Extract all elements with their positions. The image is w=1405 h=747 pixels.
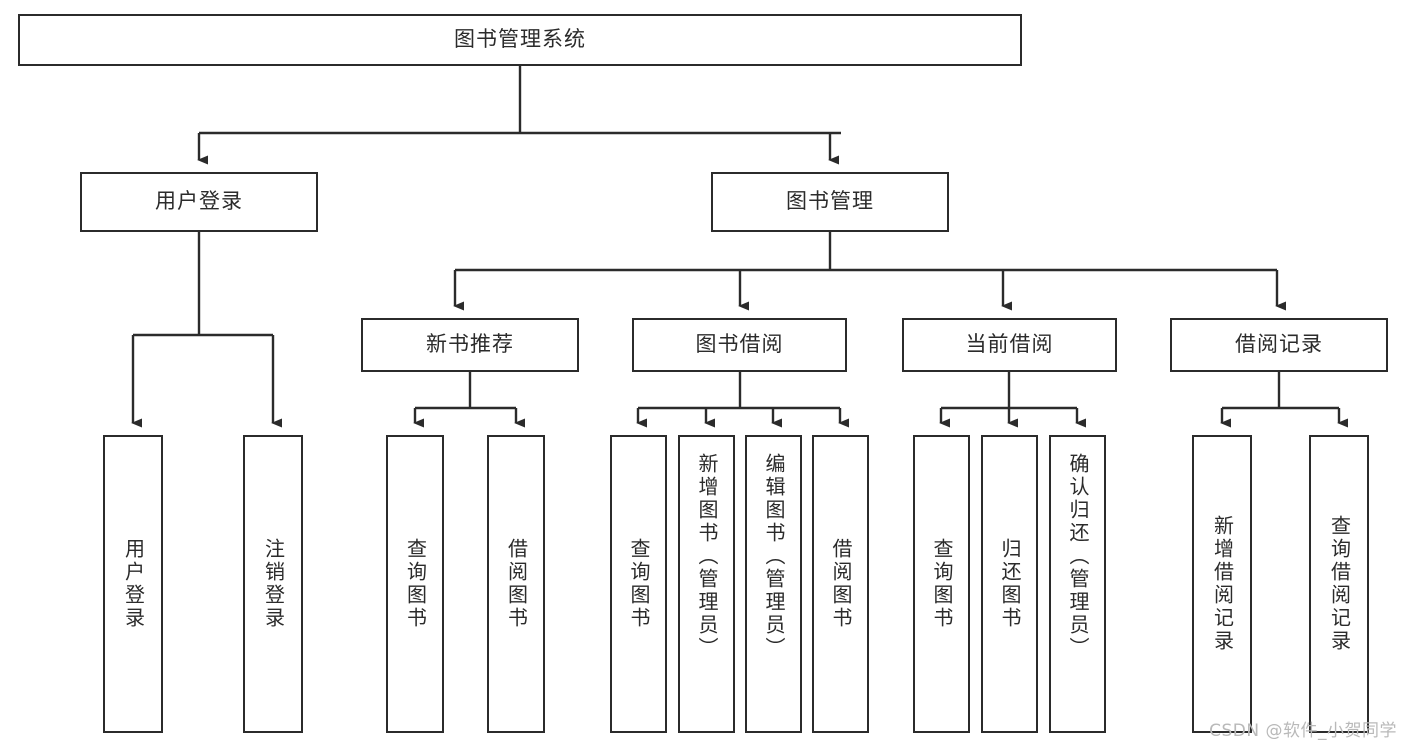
leaf-confirm-return-admin[interactable]: 确认归还（管理员） — [1049, 435, 1106, 733]
leaf-edit-book-admin-label: 编辑图书（管理员） — [762, 453, 786, 660]
leaf-query-borrow-record-label: 查询借阅记录 — [1327, 515, 1352, 653]
edge-borrow-record-to-leaves — [1220, 372, 1349, 428]
node-root[interactable]: 图书管理系统 — [18, 14, 1022, 66]
node-new-book-recommend-label: 新书推荐 — [426, 332, 514, 357]
edge-root-to-level2 — [197, 66, 841, 165]
leaf-return-book[interactable]: 归还图书 — [981, 435, 1038, 733]
leaf-query-book-current[interactable]: 查询图书 — [913, 435, 970, 733]
leaf-borrow-book-recommend[interactable]: 借阅图书 — [487, 435, 545, 733]
leaf-borrow-book-recommend-label: 借阅图书 — [504, 538, 529, 630]
edge-book-mgmt-to-groups — [453, 232, 1287, 311]
leaf-edit-book-admin[interactable]: 编辑图书（管理员） — [745, 435, 802, 733]
leaf-add-borrow-record[interactable]: 新增借阅记录 — [1192, 435, 1252, 733]
leaf-add-borrow-record-label: 新增借阅记录 — [1210, 515, 1235, 653]
node-current-borrow-label: 当前借阅 — [965, 332, 1054, 357]
node-user-login-label: 用户登录 — [155, 189, 243, 214]
edge-new-book-to-leaves — [413, 372, 526, 428]
node-book-borrow[interactable]: 图书借阅 — [632, 318, 847, 372]
edge-user-login-to-leaves — [131, 232, 283, 428]
node-root-label: 图书管理系统 — [454, 27, 586, 52]
node-book-management-label: 图书管理 — [786, 189, 874, 214]
leaf-query-book-recommend-label: 查询图书 — [403, 538, 428, 630]
leaf-return-book-label: 归还图书 — [998, 538, 1022, 630]
leaf-borrow-book-label: 借阅图书 — [829, 538, 853, 630]
edge-book-borrow-to-leaves — [636, 372, 850, 428]
leaf-query-book-recommend[interactable]: 查询图书 — [386, 435, 444, 733]
leaf-user-logout-label: 注销登录 — [261, 538, 286, 630]
leaf-query-borrow-record[interactable]: 查询借阅记录 — [1309, 435, 1369, 733]
leaf-add-book-admin-label: 新增图书（管理员） — [695, 453, 719, 660]
leaf-borrow-book[interactable]: 借阅图书 — [812, 435, 869, 733]
node-borrow-record[interactable]: 借阅记录 — [1170, 318, 1388, 372]
node-user-login[interactable]: 用户登录 — [80, 172, 318, 232]
leaf-add-book-admin[interactable]: 新增图书（管理员） — [678, 435, 735, 733]
leaf-query-book-current-label: 查询图书 — [930, 538, 954, 630]
leaf-user-login-label: 用户登录 — [121, 538, 146, 630]
leaf-user-login[interactable]: 用户登录 — [103, 435, 163, 733]
node-book-borrow-label: 图书借阅 — [695, 332, 784, 357]
leaf-query-book-borrow-label: 查询图书 — [627, 538, 651, 630]
node-current-borrow[interactable]: 当前借阅 — [902, 318, 1117, 372]
leaf-query-book-borrow[interactable]: 查询图书 — [610, 435, 667, 733]
leaf-user-logout[interactable]: 注销登录 — [243, 435, 303, 733]
node-new-book-recommend[interactable]: 新书推荐 — [361, 318, 579, 372]
leaf-confirm-return-admin-label: 确认归还（管理员） — [1066, 453, 1090, 660]
node-book-management[interactable]: 图书管理 — [711, 172, 949, 232]
node-borrow-record-label: 借阅记录 — [1235, 332, 1323, 357]
edge-current-borrow-to-leaves — [939, 372, 1087, 428]
